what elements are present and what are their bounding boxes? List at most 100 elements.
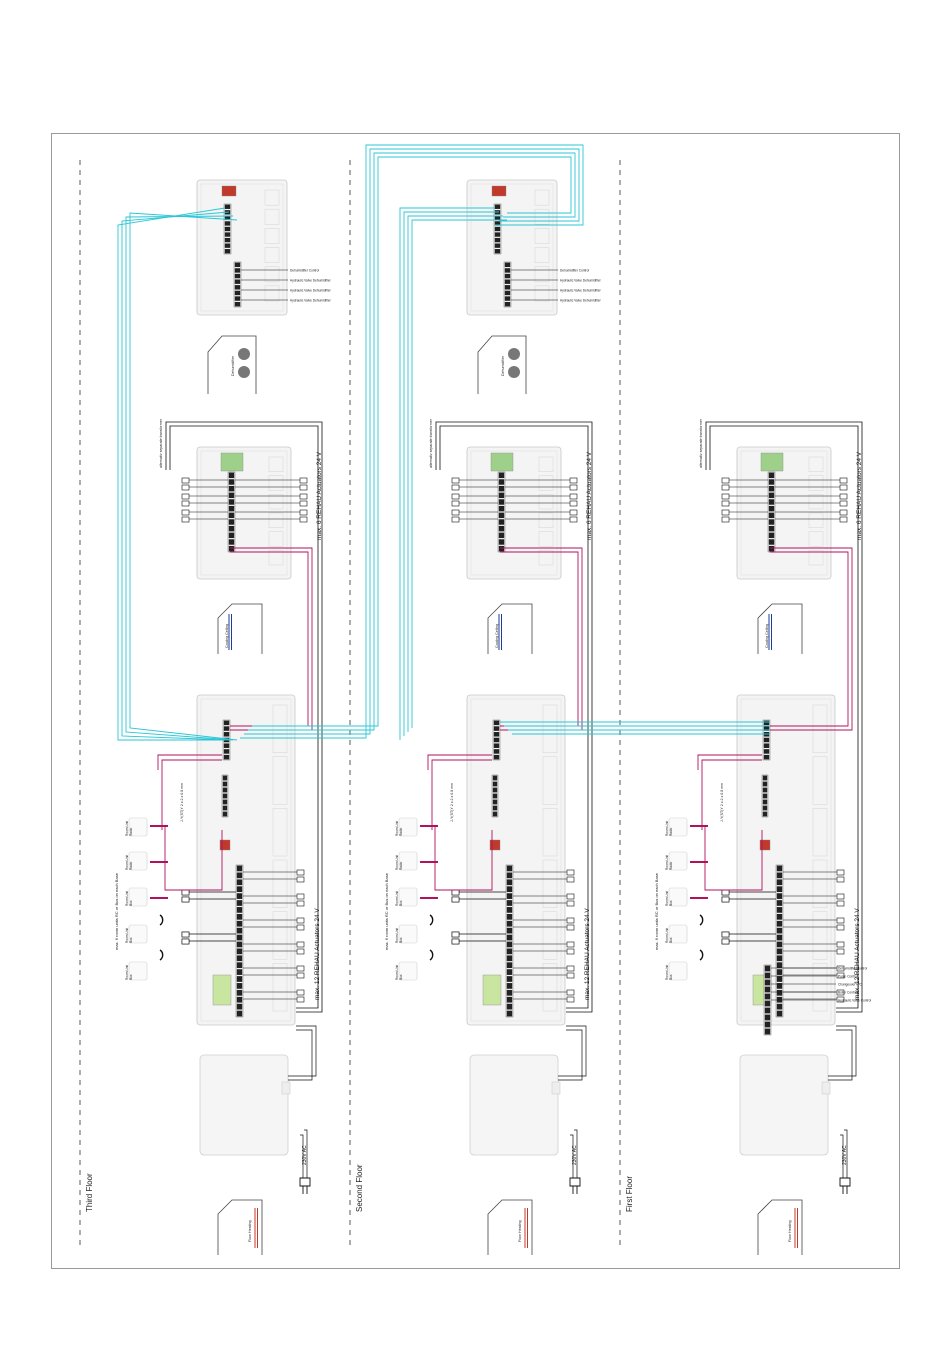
dehumidifier-module-socket — [264, 266, 280, 283]
dehumidifier-label: Dehumidifier — [501, 355, 505, 376]
actuator-icon — [721, 477, 730, 491]
room-unit-type: Bus — [399, 937, 403, 943]
room-unit-label: Room Unit — [125, 965, 129, 980]
dehumidifier-bus-strip-terminal — [494, 221, 501, 226]
dehumidifier-bus-strip-terminal — [224, 249, 231, 254]
actuator-terminal-strip-terminal — [776, 969, 783, 975]
room-unit-type: Radio — [669, 861, 673, 870]
actuator-terminal-strip-terminal — [506, 879, 513, 886]
base-controller-socket — [272, 963, 288, 1012]
actuator-terminal-strip-terminal — [506, 934, 513, 941]
system-bus-terminal-strip-terminal — [763, 737, 770, 743]
dehumidifier-house-icon — [477, 335, 527, 394]
extension-terminal-strip-terminal — [768, 519, 775, 525]
dehumidifier-output-strip-terminal — [504, 290, 511, 296]
extension-display — [490, 452, 514, 472]
extension-module-socket — [808, 512, 824, 528]
actuator-icon — [566, 941, 575, 955]
room-bus-wire — [431, 759, 492, 830]
actuator-terminal-strip-terminal — [776, 927, 783, 934]
base-controller-socket — [272, 859, 288, 908]
actuator-icon-coil — [569, 493, 578, 500]
actuator-icon-coil — [451, 493, 460, 500]
dehumidifier-output-strip-terminal — [504, 268, 511, 273]
room-unit-type: Radio — [129, 827, 133, 836]
actuator-terminal-strip-terminal — [506, 872, 513, 879]
actuator-terminal-strip-terminal — [236, 927, 243, 934]
bus-terminal-strip-terminal — [762, 793, 768, 799]
extension-terminal-strip-terminal — [768, 472, 775, 479]
extension-module-socket — [538, 531, 554, 547]
actuator-icon-coil — [299, 500, 308, 507]
floor-heating-house-icon — [487, 1199, 533, 1255]
actuator-icon-coil — [181, 493, 190, 500]
extension-terminal-strip-terminal — [768, 505, 775, 512]
actuator-icon-coil — [181, 889, 190, 896]
actuator-icon-coil — [721, 931, 730, 938]
extension-terminal-strip-terminal — [768, 545, 775, 552]
base-controller-socket — [812, 808, 828, 857]
dehumidifier-output-strip-terminal — [504, 296, 511, 301]
actuator-terminal-strip-terminal — [776, 983, 783, 989]
bus-terminal-strip-terminal — [762, 799, 768, 805]
transformer-wire — [558, 1029, 583, 1081]
dehumidifier-bus-strip-terminal — [494, 215, 501, 221]
extension-terminal-strip-terminal — [498, 479, 505, 485]
room-unit-type: Bus — [129, 937, 133, 943]
room-unit-device — [668, 961, 688, 981]
extension-terminal-strip-terminal — [228, 485, 235, 492]
dehumidifier-output-strip — [233, 261, 242, 308]
cooling-ceiling-house-icon — [217, 603, 263, 654]
actuator-terminal-strip-terminal — [236, 948, 243, 955]
actuator-terminal-strip-terminal — [236, 934, 243, 941]
extension-terminal-strip-terminal — [228, 532, 235, 539]
extension-terminal-strip-terminal — [498, 545, 505, 552]
room-unit-label: Room Unit — [665, 855, 669, 870]
extension-module — [736, 446, 832, 580]
actuator-icon — [569, 477, 578, 491]
actuator-icon-coil — [181, 477, 190, 484]
transformer-note: alternativ separate transformer — [159, 418, 163, 468]
actuator-icon-coil — [181, 896, 190, 903]
actuator-icon-coil — [296, 924, 305, 931]
dehumidifier-module-housing — [466, 179, 558, 316]
dehumidifier-bus-strip-terminal — [224, 226, 231, 232]
extension-terminal-strip — [227, 471, 236, 553]
room-bus-wire — [164, 825, 223, 891]
dehumidifier-bus-strip-terminal — [224, 243, 231, 248]
actuator-icon-coil — [569, 516, 578, 523]
valve-terminal-strip-terminal — [764, 1007, 771, 1014]
system-bus-terminal-strip-terminal — [493, 737, 500, 743]
system-bus-terminal-strip-terminal — [493, 732, 500, 737]
room-unit-type: Radio — [669, 827, 673, 836]
extension-display — [220, 452, 244, 472]
power-wire — [574, 1129, 578, 1178]
transformer-box — [469, 1054, 559, 1156]
base-led — [759, 839, 771, 851]
base-controller-socket — [542, 963, 558, 1012]
actuators-6-label: max. 6 REHAU Actuators 24 V — [316, 451, 323, 540]
actuator-terminal-strip-terminal — [506, 989, 513, 996]
actuator-icon — [836, 989, 845, 1003]
floor-heating-label: Floor Heating — [788, 1220, 792, 1242]
dehumidifier-module — [196, 179, 288, 316]
extension-terminal-strip-terminal — [228, 525, 235, 532]
actuator-icon — [451, 931, 460, 945]
extension-module-socket — [808, 531, 824, 547]
base-controller-socket — [812, 704, 828, 753]
actuator-terminal-strip-terminal — [506, 996, 513, 1003]
actuator-terminal-strip-terminal — [236, 893, 243, 899]
extension-terminal-strip-terminal — [228, 472, 235, 479]
cooling-ceiling-house-icon — [757, 603, 803, 654]
actuator-icon-coil — [836, 948, 845, 955]
actuator-icon — [839, 493, 848, 507]
actuator-icon-coil — [836, 917, 845, 924]
dehumidifier-bus-strip-terminal — [224, 232, 231, 237]
actuator-icon — [296, 941, 305, 955]
base-controller — [466, 694, 566, 1026]
power-wire — [840, 1134, 844, 1178]
room-unit-type: Radio — [399, 861, 403, 870]
extension-terminal-strip-terminal — [768, 539, 775, 545]
system-bus-wire — [252, 156, 572, 727]
dehumidifier-module-inner — [200, 183, 284, 312]
